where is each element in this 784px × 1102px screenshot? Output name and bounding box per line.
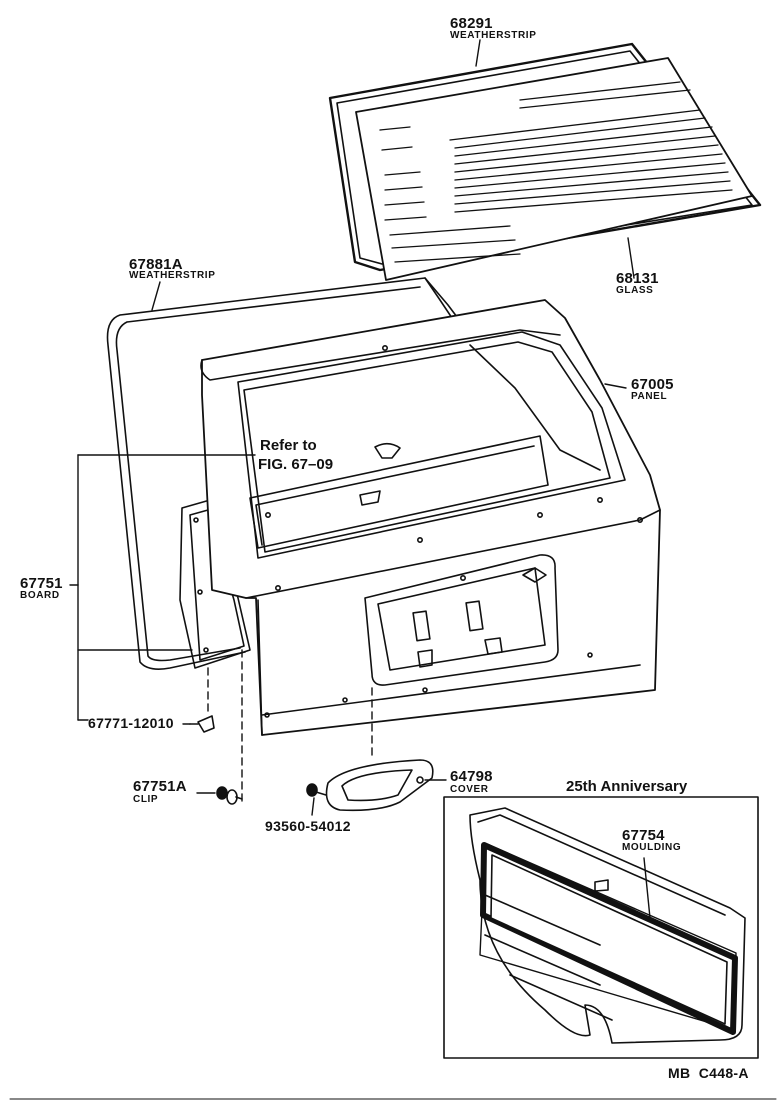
reference-note-line2: FIG. 67–09 <box>258 456 334 473</box>
reference-note-line1: Refer to <box>260 437 317 454</box>
figure-code: MB C448-A <box>668 1065 749 1081</box>
anniversary-inset-frame <box>443 796 759 1059</box>
fastener-drawing <box>189 715 215 733</box>
part-name-68131: GLASS <box>616 285 654 296</box>
part-number-68131: 68131 <box>616 270 659 287</box>
screw-drawing <box>306 783 327 797</box>
part-name-67005: PANEL <box>631 391 668 402</box>
cover-drawing <box>325 759 434 812</box>
part-number-93560-54012: 93560-54012 <box>265 818 351 834</box>
part-number-67005: 67005 <box>631 376 674 393</box>
part-name-67751: BOARD <box>20 590 60 601</box>
part-number-67754: 67754 <box>622 827 665 844</box>
part-number-67771-12010: 67771-12010 <box>88 715 174 731</box>
part-name-67754: MOULDING <box>622 842 682 853</box>
inset-title: 25th Anniversary <box>566 778 688 795</box>
part-name-68291: WEATHERSTRIP <box>450 30 537 41</box>
rear-glass-drawing <box>355 57 753 281</box>
part-number-67881a: 67881A <box>129 256 183 273</box>
part-number-67751a: 67751A <box>133 778 187 795</box>
leader-lines <box>69 39 651 919</box>
anniversary-moulding-drawing <box>469 807 746 1044</box>
part-number-67751: 67751 <box>20 575 63 592</box>
back-door-panel-drawing <box>200 299 661 736</box>
part-number-68291: 68291 <box>450 15 493 32</box>
part-name-67881a: WEATHERSTRIP <box>129 270 216 281</box>
assembly-dashed-lines <box>207 649 373 803</box>
door-weatherstrip-drawing <box>106 277 516 670</box>
part-name-64798: COVER <box>450 784 489 795</box>
clip-drawing <box>216 786 243 805</box>
part-number-64798: 64798 <box>450 768 493 785</box>
part-name-67751a: CLIP <box>133 794 159 805</box>
